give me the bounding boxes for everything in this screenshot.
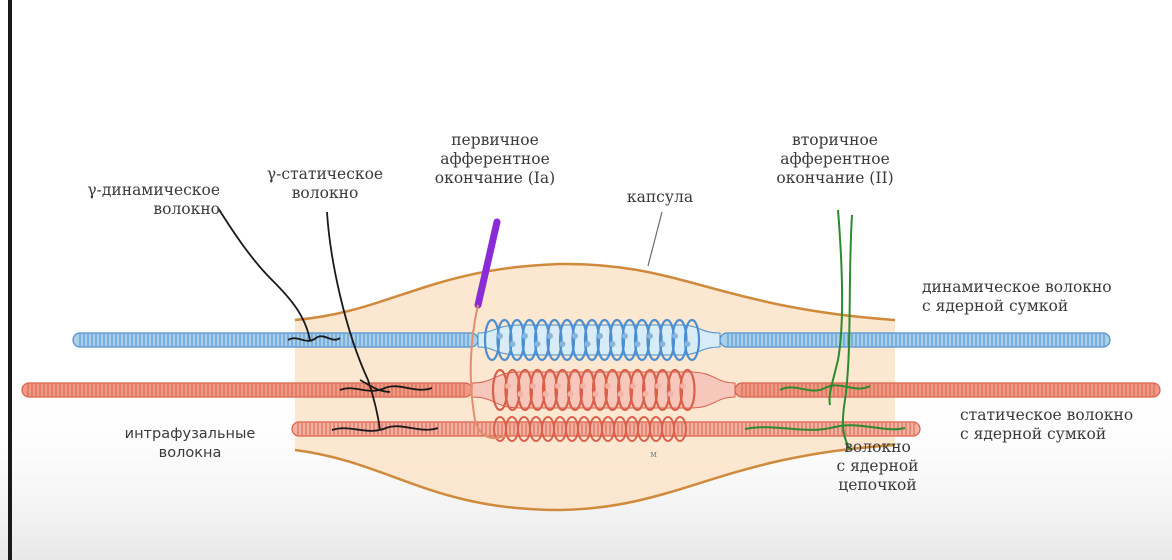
label-dynamic-bag-fiber: динамическое волокно с ядерной сумкой	[922, 278, 1152, 316]
label-gamma-dynamic: γ-динамическое волокно	[50, 181, 220, 219]
static-nucleus	[630, 383, 636, 389]
static-nucleus	[518, 391, 524, 397]
static-nucleus	[643, 391, 649, 397]
label-intrafusal-fibers: интрафузальные волокна	[100, 425, 280, 463]
label-primary-ending: первичное афферентное окончание (Ia)	[415, 131, 575, 188]
dynamic-nucleus	[522, 333, 528, 339]
dynamic-nucleus	[560, 341, 566, 347]
static-nucleus	[568, 391, 574, 397]
static-nucleus	[655, 383, 661, 389]
dynamic-nucleus	[510, 341, 516, 347]
dynamic-nucleus	[535, 341, 541, 347]
dynamic-nucleus	[647, 333, 653, 339]
label-capsule: капсула	[610, 188, 710, 207]
static-nucleus	[618, 391, 624, 397]
capsule-pointer	[648, 212, 662, 266]
label-gamma-static: γ-статическое волокно	[260, 165, 390, 203]
dynamic-nucleus	[497, 333, 503, 339]
dynamic-nucleus	[572, 333, 578, 339]
dynamic-nucleus	[610, 341, 616, 347]
static-nucleus	[505, 383, 511, 389]
left-border	[8, 0, 12, 560]
static-nucleus	[680, 383, 686, 389]
label-small-mark: м	[650, 446, 657, 465]
dynamic-nucleus	[585, 341, 591, 347]
static-nucleus	[580, 383, 586, 389]
static-nucleus	[593, 391, 599, 397]
dynamic-nucleus	[547, 333, 553, 339]
static-nucleus	[605, 383, 611, 389]
label-static-bag-fiber: статическое волокно с ядерной сумкой	[960, 406, 1165, 444]
static-nucleus	[530, 383, 536, 389]
dynamic-bag-fiber	[73, 320, 1110, 360]
dynamic-nucleus	[685, 341, 691, 347]
label-chain-fiber: волокно с ядерной цепочкой	[820, 438, 935, 495]
dynamic-nucleus	[660, 341, 666, 347]
static-nucleus	[543, 391, 549, 397]
dynamic-nucleus	[622, 333, 628, 339]
static-nucleus	[555, 383, 561, 389]
dynamic-nucleus	[597, 333, 603, 339]
label-secondary-ending: вторичное афферентное окончание (II)	[755, 131, 915, 188]
static-nucleus	[668, 391, 674, 397]
dynamic-nucleus	[672, 333, 678, 339]
dynamic-nucleus	[635, 341, 641, 347]
